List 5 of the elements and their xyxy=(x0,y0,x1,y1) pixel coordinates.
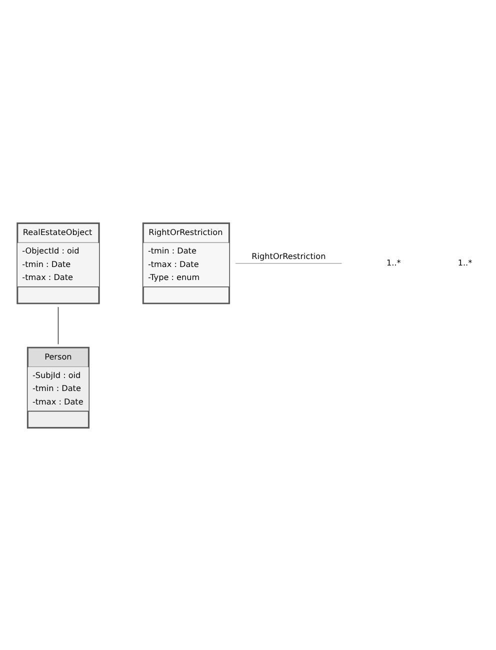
connector xyxy=(235,262,342,264)
connector xyxy=(58,306,59,344)
label: 1..* xyxy=(386,256,401,267)
edge-label: RightOrRestriction xyxy=(252,250,326,260)
label: 1..* xyxy=(458,256,472,267)
